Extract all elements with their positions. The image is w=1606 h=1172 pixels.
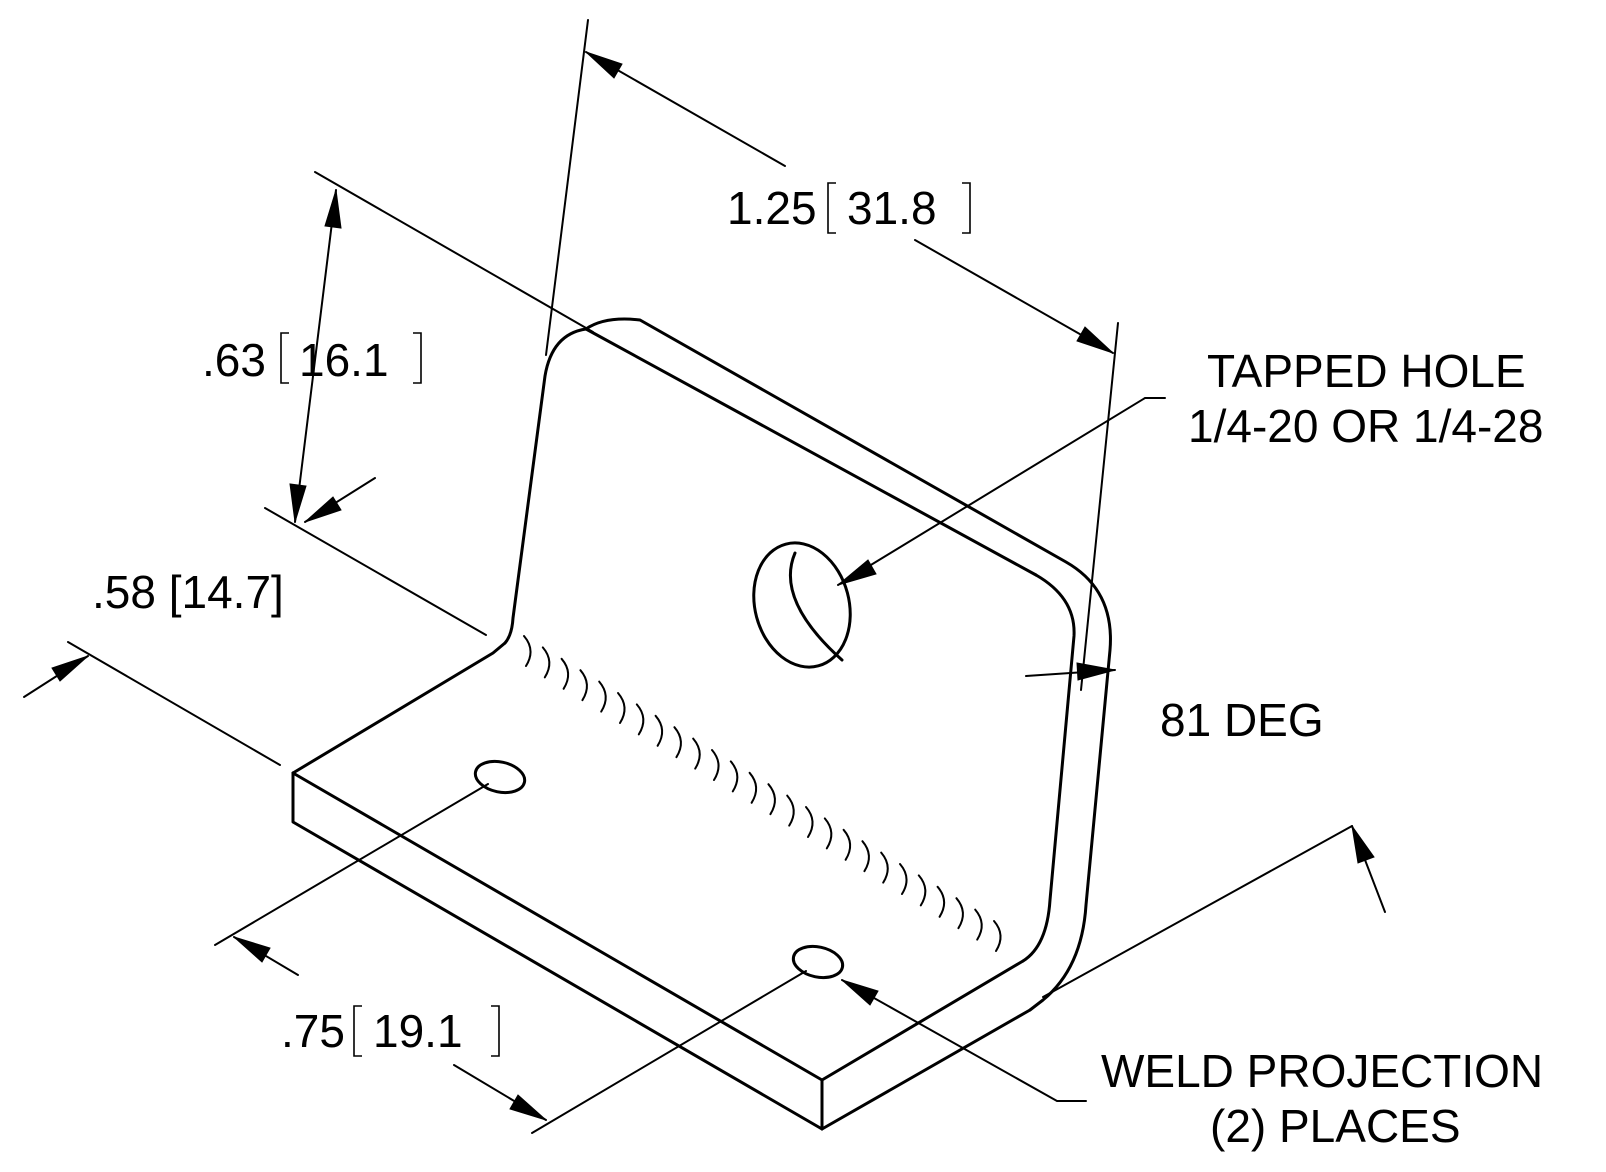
bend-hatch-mark xyxy=(880,851,889,884)
extension-line-right xyxy=(1080,322,1119,691)
weld-projection-1 xyxy=(473,759,527,795)
bracket-open xyxy=(827,182,836,234)
spacing-inch-label: .75 xyxy=(281,1005,345,1057)
dimension-width: 1.25 31.8 xyxy=(545,19,1119,691)
bend-hatch-mark xyxy=(692,737,701,770)
inner-bend xyxy=(1021,573,1076,963)
arrowhead xyxy=(1351,825,1375,864)
bend-hatch-mark xyxy=(823,817,833,850)
dimension-height: .63 16.1 xyxy=(202,171,594,636)
flange-top-edge xyxy=(584,327,1038,577)
height-mm-label: 16.1 xyxy=(299,334,389,386)
arrowhead xyxy=(1076,326,1114,354)
extension-line-bottom xyxy=(264,507,487,636)
bend-hatch-mark xyxy=(842,828,852,861)
dim-line-right xyxy=(914,239,1114,354)
note-tapped-hole: TAPPED HOLE 1/4-20 OR 1/4-28 xyxy=(837,345,1543,586)
bend-hatch-mark xyxy=(974,908,983,941)
bend-hatch xyxy=(523,635,1002,952)
bend-hatch-mark xyxy=(861,840,870,873)
bend-hatch-mark xyxy=(560,657,570,690)
holes xyxy=(473,541,852,980)
arrowhead xyxy=(841,979,879,1006)
bend-hatch-mark xyxy=(523,635,532,667)
leader-line xyxy=(841,979,1087,1102)
bend-hatch-mark xyxy=(917,874,927,907)
extension-line-2 xyxy=(531,970,807,1134)
arrowhead xyxy=(289,483,307,523)
weld-projection-2 xyxy=(791,944,845,980)
bend-hatch-mark xyxy=(654,714,664,747)
arrowhead xyxy=(585,51,623,79)
bracket-close xyxy=(413,332,422,384)
width-inch-label: 1.25 xyxy=(727,182,817,234)
dim-line xyxy=(294,189,337,523)
arrowhead xyxy=(304,496,342,523)
bend-hatch-mark xyxy=(579,669,588,702)
bend-hatch-mark xyxy=(748,771,758,804)
tapped-hole-line2: 1/4-20 OR 1/4-28 xyxy=(1188,400,1543,452)
base-top-edge xyxy=(291,771,824,1082)
bend-hatch-mark xyxy=(617,692,626,724)
bracket-open xyxy=(280,332,289,384)
weld-projection-line2: (2) PLACES xyxy=(1210,1100,1461,1152)
dimension-flange: .58 [14.7] xyxy=(23,477,376,766)
bend-hatch-mark xyxy=(541,646,551,679)
bend-hatch-mark xyxy=(993,920,1002,952)
bend-hatch-mark xyxy=(711,749,720,781)
bend-hatch-mark xyxy=(936,885,946,918)
dimension-hole-spacing: .75 19.1 xyxy=(214,783,807,1134)
tapped-hole xyxy=(752,541,852,669)
angle-label: 81 DEG xyxy=(1160,694,1324,746)
weld-projection-line1: WELD PROJECTION xyxy=(1101,1045,1543,1097)
arrowhead xyxy=(509,1094,547,1121)
bend-hatch-mark xyxy=(729,760,739,793)
base-front-lower-edge xyxy=(820,1008,1032,1131)
flange-left-edge xyxy=(503,327,588,645)
bend-hatch-mark xyxy=(805,806,814,838)
extension-line xyxy=(67,641,281,766)
bend-hatch-mark xyxy=(786,794,795,827)
width-mm-label: 31.8 xyxy=(847,182,937,234)
extension-line-1 xyxy=(214,783,489,946)
dim-line-left xyxy=(585,51,786,167)
arrowhead xyxy=(324,189,342,229)
bracket-close xyxy=(962,182,971,234)
arrowhead xyxy=(233,936,271,963)
note-weld-projection: WELD PROJECTION (2) PLACES xyxy=(841,979,1543,1152)
base-top-face xyxy=(291,641,507,775)
arrowhead xyxy=(51,655,89,682)
flange-top-back xyxy=(584,317,1112,1012)
part-outline xyxy=(291,317,1112,1131)
bend-hatch-mark xyxy=(767,783,776,816)
bend-hatch-mark xyxy=(955,897,964,930)
arrowhead xyxy=(1076,662,1116,681)
bend-hatch-mark xyxy=(598,680,607,713)
bracket-close xyxy=(491,1005,500,1057)
extension-line-top xyxy=(314,171,594,333)
tapped-hole-line1: TAPPED HOLE xyxy=(1207,345,1526,397)
bend-hatch-mark xyxy=(635,703,645,736)
extension-line-left xyxy=(545,19,589,356)
height-inch-label: .63 xyxy=(202,334,266,386)
bracket-open xyxy=(353,1005,362,1057)
bend-hatch-mark xyxy=(899,863,908,895)
leader-line xyxy=(837,397,1166,586)
dimension-angle: 81 DEG xyxy=(1025,662,1386,998)
spacing-mm-label: 19.1 xyxy=(373,1005,463,1057)
arrowhead xyxy=(837,559,877,586)
flange-label: .58 [14.7] xyxy=(92,566,284,618)
angle-extension xyxy=(1042,825,1353,998)
bend-hatch-mark xyxy=(673,726,682,759)
